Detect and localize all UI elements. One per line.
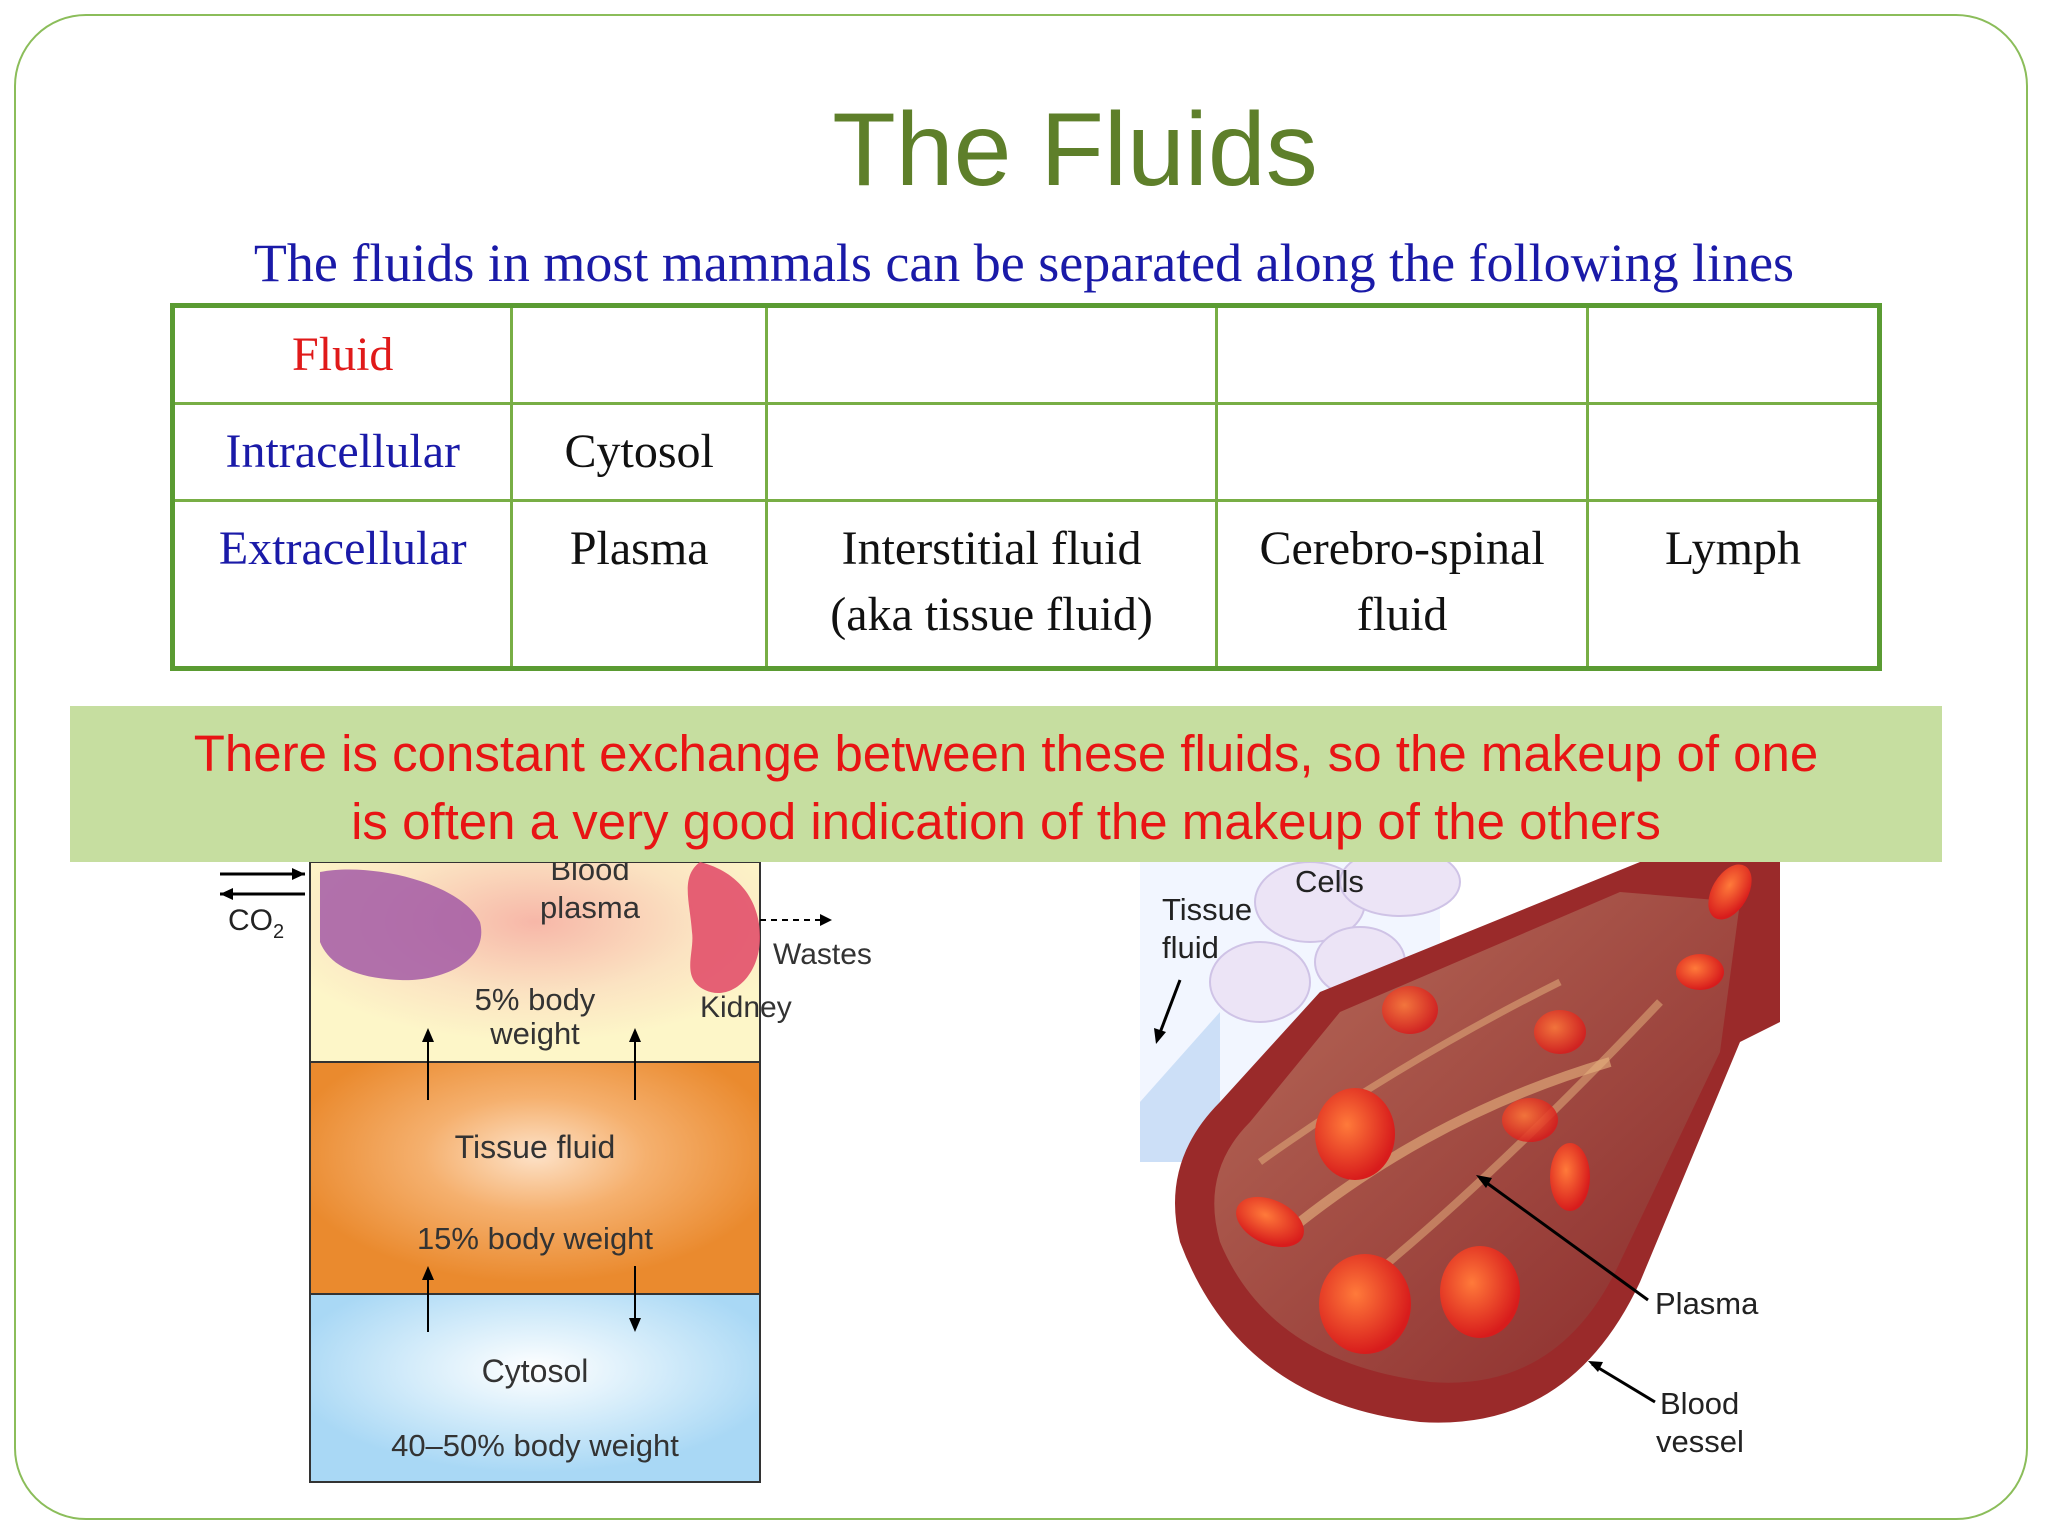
- table-cell: [1585, 402, 1882, 502]
- cerebro-line-2: fluid: [1356, 588, 1448, 642]
- red-blood-cell: [1708, 864, 1752, 920]
- blood-plasma-label-1: Blood: [550, 862, 629, 887]
- lung-icon: [320, 869, 482, 981]
- vessel-label-2: vessel: [1656, 1424, 1744, 1459]
- vessel-pointer: [1591, 1362, 1656, 1404]
- table-cell: [1215, 402, 1589, 502]
- table-cell-lymph: Lymph: [1585, 499, 1882, 670]
- exchange-banner: There is constant exchange between these…: [70, 706, 1942, 862]
- cytosol-layer: [309, 1293, 761, 1483]
- co2-label: CO2: [228, 904, 284, 943]
- wastes-label: Wastes: [773, 938, 872, 971]
- tissue-fluid-label-2: fluid: [1162, 930, 1219, 965]
- cerebro-line-1: Cerebro-spinal: [1259, 522, 1545, 575]
- plasma-label: Plasma: [1655, 1286, 1759, 1321]
- red-blood-cell: [1676, 954, 1724, 990]
- table-cell-cytosol: Cytosol: [510, 402, 768, 502]
- banner-line-1: There is constant exchange between these…: [193, 725, 1819, 782]
- compartment-diagram: CO2 Blood plasma Wastes 5% body weight K…: [220, 862, 872, 1483]
- red-blood-cell: [1382, 986, 1438, 1034]
- tissue-pct-label: 15% body weight: [417, 1221, 653, 1256]
- red-blood-cell: [1315, 1088, 1395, 1180]
- red-blood-cell: [1502, 1098, 1558, 1142]
- table-cell-cerebrospinal: Cerebro-spinal fluid: [1215, 499, 1589, 670]
- plasma-pct-2: weight: [489, 1016, 580, 1051]
- slide-subtitle: The fluids in most mammals can be separa…: [253, 233, 1795, 293]
- table-header-fluid: Fluid: [170, 304, 514, 405]
- red-blood-cell: [1550, 1143, 1590, 1211]
- tissue-fluid-pointer: [1156, 979, 1182, 1039]
- kidney-icon: [687, 862, 760, 994]
- table-cell: [1215, 304, 1589, 405]
- table-cell-interstitial: Interstitial fluid (aka tissue fluid): [764, 499, 1219, 670]
- table-cell: [510, 304, 768, 405]
- vessel-label-1: Blood: [1660, 1386, 1739, 1421]
- tissue-layer: [309, 1061, 761, 1295]
- tissue-fluid-label: Tissue fluid: [455, 1129, 616, 1165]
- row-label-intracellular: Intracellular: [170, 402, 514, 502]
- banner-line-2: is often a very good indication of the m…: [351, 793, 1661, 850]
- interstitial-line-1: Interstitial fluid: [841, 522, 1142, 575]
- plasma-pct-1: 5% body: [475, 982, 596, 1017]
- cells-label: Cells: [1295, 864, 1364, 899]
- cytosol-pct-label: 40–50% body weight: [391, 1428, 679, 1463]
- red-blood-cell: [1236, 1196, 1304, 1248]
- blood-plasma-label-2: plasma: [540, 890, 641, 925]
- blood-vessel-diagram: Cells Tissue fluid Plasma Blood vessel: [1140, 862, 1780, 1459]
- slide-title: The Fluids: [832, 92, 1318, 208]
- cell-shape: [1209, 941, 1311, 1023]
- cytosol-label: Cytosol: [482, 1353, 589, 1389]
- table-cell: [1585, 304, 1882, 405]
- table-row: Fluid: [170, 304, 1882, 405]
- table-cell-plasma: Plasma: [510, 499, 768, 670]
- plasma-pointer: [1479, 1176, 1649, 1302]
- table-row: Extracellular Plasma Interstitial fluid …: [170, 499, 1882, 670]
- red-blood-cell: [1319, 1254, 1411, 1354]
- table-row: Intracellular Cytosol: [170, 402, 1882, 502]
- interstitial-line-2: (aka tissue fluid): [830, 588, 1153, 642]
- tissue-fluid-area: [1140, 1012, 1220, 1162]
- tissue-fluid-label-1: Tissue: [1162, 892, 1252, 927]
- fluids-table: Fluid Intracellular Cytosol Extracellula…: [170, 303, 1882, 671]
- table-cell: [764, 402, 1219, 502]
- kidney-label: Kidney: [700, 991, 792, 1024]
- cell-shape: [1339, 862, 1461, 917]
- row-label-extracellular: Extracellular: [170, 499, 514, 670]
- red-blood-cell: [1440, 1246, 1520, 1338]
- red-blood-cell: [1534, 1010, 1586, 1054]
- table-cell: [764, 304, 1219, 405]
